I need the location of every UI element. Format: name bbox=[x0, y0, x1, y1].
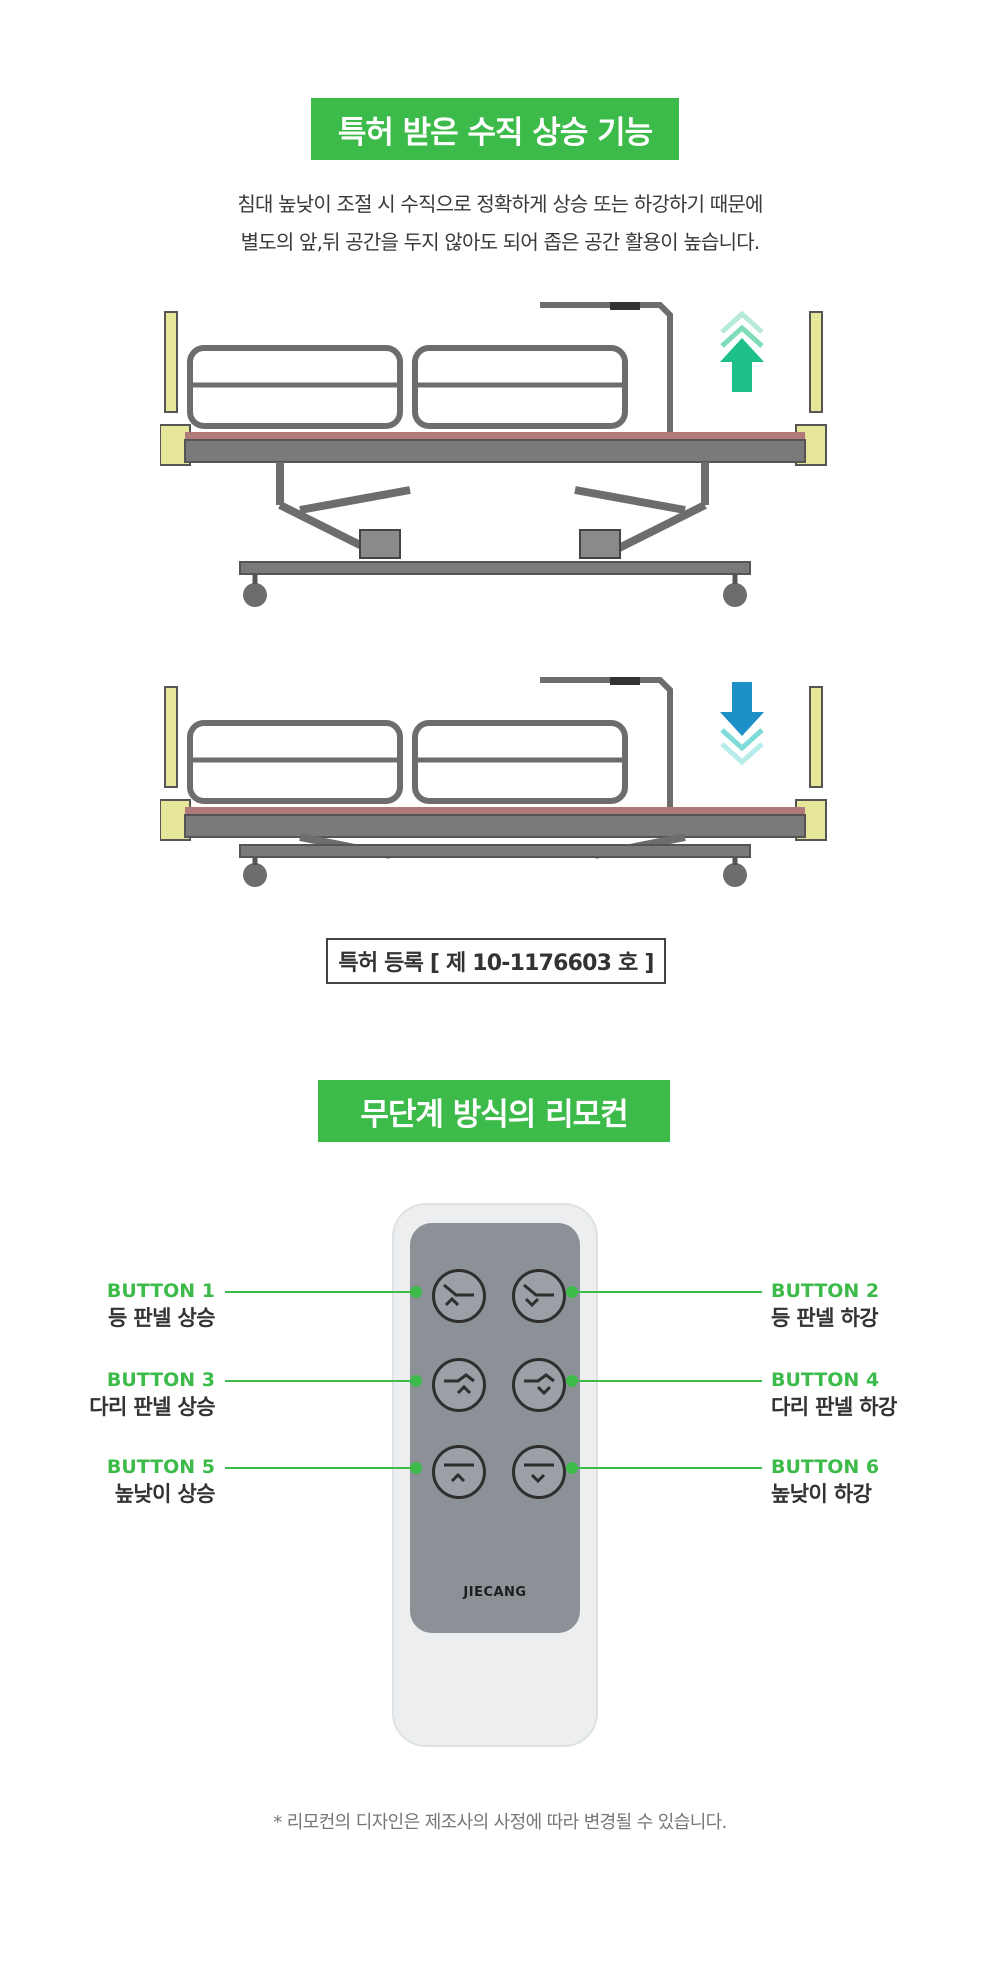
leg-lower-icon bbox=[524, 1373, 555, 1396]
button-2-desc: 등 판넬 하강 bbox=[771, 1306, 879, 1330]
bed-lowered-illustration bbox=[160, 677, 827, 887]
description-line-1: 침대 높낮이 조절 시 수직으로 정확하게 상승 또는 하강하기 때문에 bbox=[237, 192, 763, 216]
back-lower-icon bbox=[523, 1283, 554, 1308]
arrow-up-icon bbox=[720, 310, 764, 392]
remote-button-6[interactable] bbox=[512, 1445, 566, 1499]
button-3-desc: 다리 판넬 상승 bbox=[89, 1395, 215, 1419]
button-2-label: BUTTON 2 등 판넬 하강 bbox=[771, 1278, 971, 1332]
button-6-label: BUTTON 6 높낮이 하강 bbox=[771, 1454, 971, 1508]
design-change-note: * 리모컨의 디자인은 제조사의 사정에 따라 변경될 수 있습니다. bbox=[273, 1812, 727, 1833]
section1-title: 특허 받은 수직 상승 기능 bbox=[311, 98, 679, 160]
button-6-desc: 높낮이 하강 bbox=[771, 1482, 872, 1506]
button-2-id: BUTTON 2 bbox=[771, 1280, 880, 1302]
remote-button-3[interactable] bbox=[432, 1358, 486, 1412]
description-line-2: 별도의 앞,뒤 공간을 두지 않아도 되어 좁은 공간 활용이 높습니다. bbox=[240, 230, 761, 254]
remote-brand-logo: JIECANG bbox=[463, 1585, 527, 1600]
button-3-id: BUTTON 3 bbox=[106, 1369, 215, 1391]
remote-button-panel: JIECANG bbox=[410, 1223, 580, 1633]
remote-control: JIECANG bbox=[392, 1203, 598, 1747]
button-5-id: BUTTON 5 bbox=[106, 1456, 215, 1478]
button-1-label: BUTTON 1 등 판넬 상승 bbox=[15, 1278, 216, 1332]
patent-registration-box: 특허 등록 [ 제 10-1176603 호 ] bbox=[326, 938, 666, 984]
height-raise-icon bbox=[444, 1463, 474, 1483]
button-3-label: BUTTON 3 다리 판넬 상승 bbox=[15, 1367, 215, 1421]
back-raise-icon bbox=[443, 1283, 474, 1307]
height-lower-icon bbox=[524, 1463, 554, 1484]
button-1-desc: 등 판넬 상승 bbox=[107, 1306, 216, 1330]
button-4-id: BUTTON 4 bbox=[771, 1369, 880, 1391]
remote-button-5[interactable] bbox=[432, 1445, 486, 1499]
leg-raise-icon bbox=[444, 1373, 475, 1395]
section2-title: 무단계 방식의 리모컨 bbox=[318, 1080, 670, 1142]
remote-button-4[interactable] bbox=[512, 1358, 566, 1412]
button-6-id: BUTTON 6 bbox=[771, 1456, 880, 1478]
button-4-desc: 다리 판넬 하강 bbox=[771, 1395, 897, 1419]
arrow-down-icon bbox=[720, 682, 764, 766]
button-4-label: BUTTON 4 다리 판넬 하강 bbox=[771, 1367, 971, 1421]
button-5-desc: 높낮이 상승 bbox=[114, 1482, 216, 1506]
bed-raised-illustration bbox=[160, 302, 827, 607]
section1-description: 침대 높낮이 조절 시 수직으로 정확하게 상승 또는 하강하기 때문에 별도의… bbox=[150, 185, 850, 261]
button-1-id: BUTTON 1 bbox=[106, 1280, 215, 1302]
button-5-label: BUTTON 5 높낮이 상승 bbox=[15, 1454, 216, 1508]
